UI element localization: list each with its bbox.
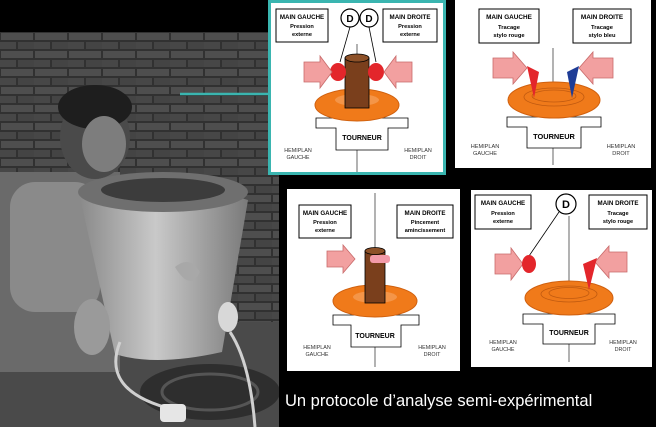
- left-hand-detail: externe: [315, 228, 335, 234]
- turntable-label: TOURNEUR: [342, 135, 382, 142]
- right-arrow: [594, 244, 628, 280]
- left-hand-action: Pression: [290, 24, 314, 30]
- slide-caption: Un protocole d’analyse semi-expérimental: [285, 392, 593, 410]
- right-hand-title: MAIN DROITE: [390, 14, 431, 21]
- svg-text:GAUCHE: GAUCHE: [473, 151, 497, 157]
- right-contact-point: [368, 63, 384, 81]
- right-hemiplane-label: HEMIPLAN: [609, 340, 637, 346]
- svg-text:D: D: [346, 14, 353, 25]
- turntable-base: [506, 116, 602, 149]
- turntable-label: TOURNEUR: [549, 330, 589, 337]
- right-hemiplane-label: HEMIPLAN: [607, 144, 636, 150]
- left-contact-point: [522, 255, 536, 273]
- red-pen-marker: [583, 258, 597, 290]
- diagram-panel-3: MAIN GAUCHE Pression externe MAIN DROITE…: [287, 189, 460, 371]
- turntable-base: [522, 313, 616, 345]
- left-hand-title: MAIN GAUCHE: [303, 210, 347, 217]
- diagram-panel-2: MAIN GAUCHE Tracage stylo rouge MAIN DRO…: [455, 0, 651, 168]
- left-hemiplane-label: HEMIPLAN: [303, 345, 331, 351]
- left-hand-box: MAIN GAUCHE Tracage stylo rouge: [478, 8, 540, 44]
- svg-text:DROIT: DROIT: [410, 155, 427, 161]
- blue-pen-marker: [567, 66, 579, 98]
- left-pressure-arrow: [494, 246, 524, 282]
- left-hand-box: MAIN GAUCHE Pression externe: [298, 204, 352, 239]
- right-hand-detail: externe: [400, 32, 420, 38]
- right-hand-title: MAIN DROITE: [405, 210, 446, 217]
- left-hand-title: MAIN GAUCHE: [280, 14, 324, 21]
- right-hand-box: MAIN DROITE Pression externe: [382, 8, 438, 43]
- right-hand-box: MAIN DROITE Tracage stylo bleu: [572, 8, 632, 44]
- right-hand-action: Pincement: [411, 220, 439, 226]
- left-arrow: [492, 50, 528, 86]
- diagram-panel-4: MAIN GAUCHE Pression externe MAIN DROITE…: [471, 190, 652, 367]
- right-hand-detail: stylo bleu: [588, 33, 616, 39]
- potter-photo: [0, 32, 279, 427]
- left-hand-box: MAIN GAUCHE Pression externe: [474, 194, 532, 230]
- right-arrow: [578, 50, 614, 86]
- left-hand-action: Pression: [313, 220, 337, 226]
- left-hand-detail: stylo rouge: [493, 33, 525, 39]
- turntable-base: [332, 314, 420, 348]
- left-hand-title: MAIN GAUCHE: [486, 14, 533, 21]
- svg-text:GAUCHE: GAUCHE: [286, 155, 309, 161]
- left-hemiplane-label: HEMIPLAN: [471, 144, 500, 150]
- d-marker: D: [555, 193, 577, 215]
- right-hand-box: MAIN DROITE Tracage stylo rouge: [588, 194, 648, 230]
- turntable-label: TOURNEUR: [355, 333, 395, 340]
- left-hemiplane-label: HEMIPLAN: [284, 148, 312, 154]
- red-pen-marker: [527, 66, 539, 98]
- left-hand-box: MAIN GAUCHE Pression externe: [275, 8, 329, 43]
- right-hemiplane-label: HEMIPLAN: [418, 345, 446, 351]
- left-hand-detail: externe: [292, 32, 312, 38]
- left-contact-point: [330, 63, 346, 81]
- right-hand-detail: amincissement: [405, 228, 446, 234]
- pot-cylinder: [344, 57, 370, 109]
- diagram-panel-1: MAIN GAUCHE Pression externe MAIN DROITE…: [268, 0, 446, 175]
- right-hand-title: MAIN DROITE: [598, 200, 639, 207]
- turntable-label: TOURNEUR: [533, 132, 575, 141]
- right-hand-detail: stylo rouge: [603, 219, 633, 225]
- right-hand-action: Pression: [398, 24, 422, 30]
- turntable-disc: [524, 280, 614, 316]
- turntable-disc: [507, 81, 601, 119]
- left-hand-action: Tracage: [498, 25, 521, 31]
- right-hand-title: MAIN DROITE: [581, 14, 624, 21]
- left-pressure-arrow: [303, 54, 333, 90]
- svg-text:DROIT: DROIT: [424, 352, 441, 358]
- svg-text:DROIT: DROIT: [612, 151, 630, 157]
- svg-text:D: D: [562, 199, 570, 211]
- right-pressure-arrow: [383, 54, 413, 90]
- svg-text:GAUCHE: GAUCHE: [305, 352, 328, 358]
- right-hand-box: MAIN DROITE Pincement amincissement: [396, 204, 454, 239]
- svg-text:DROIT: DROIT: [615, 347, 632, 353]
- left-hemiplane-label: HEMIPLAN: [489, 340, 517, 346]
- svg-text:D: D: [365, 14, 372, 25]
- pinch-point: [370, 255, 390, 263]
- right-hand-action: Tracage: [607, 211, 628, 217]
- left-hand-title: MAIN GAUCHE: [481, 200, 525, 207]
- d-marker: D: [340, 8, 360, 28]
- right-hand-action: Tracage: [591, 25, 614, 31]
- svg-text:GAUCHE: GAUCHE: [491, 347, 514, 353]
- d-marker: D: [359, 8, 379, 28]
- left-hand-action: Pression: [491, 211, 515, 217]
- left-hand-detail: externe: [493, 219, 513, 225]
- right-hemiplane-label: HEMIPLAN: [404, 148, 432, 154]
- left-pressure-arrow: [326, 243, 356, 275]
- turntable-base: [315, 117, 409, 151]
